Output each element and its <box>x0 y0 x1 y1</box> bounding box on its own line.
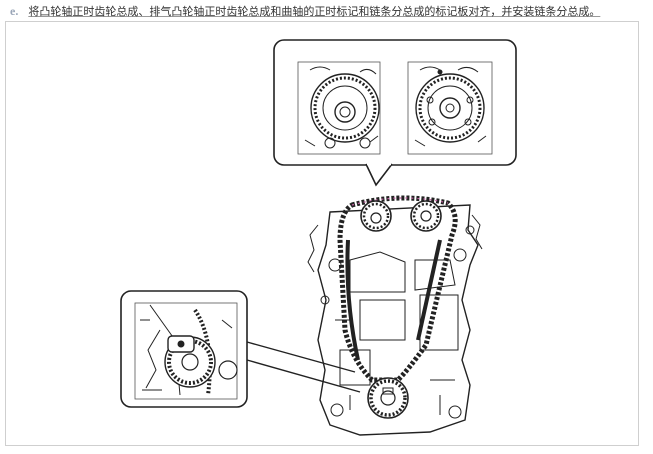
chain-tensioner-arm <box>345 239 360 361</box>
figure-frame <box>5 21 639 446</box>
crankshaft-detail-callout <box>120 290 248 408</box>
crankshaft-sprocket <box>367 377 409 419</box>
exhaust-cam-sprocket-detail <box>407 61 493 155</box>
instruction-line: e. 将凸轮轴正时齿轮总成、排气凸轮轴正时齿轮总成和曲轴的正时标记和链条分总成的标… <box>10 3 645 19</box>
step-marker: e. <box>10 4 19 18</box>
timing-chain <box>337 195 458 383</box>
instruction-text: 将凸轮轴正时齿轮总成、排气凸轮轴正时齿轮总成和曲轴的正时标记和链条分总成的标记板… <box>28 5 601 18</box>
exhaust-cam-sprocket <box>410 200 442 232</box>
intake-cam-sprocket-detail <box>297 61 381 155</box>
camshaft-detail-callout <box>273 39 517 187</box>
intake-cam-sprocket <box>360 200 392 232</box>
chain-guide <box>416 239 442 341</box>
callout-leader-lines <box>246 341 361 393</box>
